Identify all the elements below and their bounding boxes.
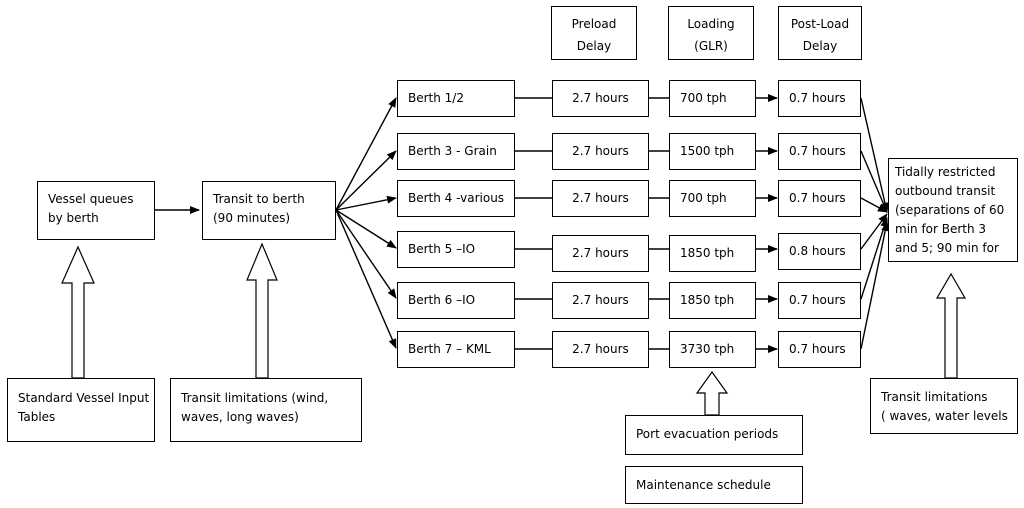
port-evacuation-label: Port evacuation periods <box>636 427 779 441</box>
loading-box: 700 tph <box>669 80 756 117</box>
transit-limitations-out-box: Transit limitations ( waves, water level… <box>870 378 1018 434</box>
preload-box: 2.7 hours <box>552 235 649 272</box>
postload-box: 0.7 hours <box>778 282 861 319</box>
postload-box: 0.7 hours <box>778 80 861 117</box>
loading-box: 1500 tph <box>669 133 756 170</box>
outbound-line3: (separations of 60 <box>895 203 1005 217</box>
loading-box: 700 tph <box>669 180 756 217</box>
outbound-line1: Tidally restricted <box>895 165 996 179</box>
preload-box: 2.7 hours <box>552 133 649 170</box>
header-postload-delay: Post-Load Delay <box>778 6 862 60</box>
berth-name: Berth 7 – KML <box>408 342 491 356</box>
standard-vessel-input-line1: Standard Vessel Input <box>18 391 150 405</box>
berth-name: Berth 3 - Grain <box>408 144 497 158</box>
port-evacuation-box: Port evacuation periods <box>625 415 803 455</box>
postload-box: 0.8 hours <box>778 233 861 270</box>
transit-to-berth-line1: Transit to berth <box>213 192 305 206</box>
transit-limitations-in-line2: waves, long waves) <box>181 410 299 424</box>
berth-box: Berth 7 – KML <box>397 331 515 368</box>
postload-box: 0.7 hours <box>778 180 861 217</box>
transit-to-berth-line2: (90 minutes) <box>213 211 291 225</box>
arrow-transit-to-berth-1 <box>335 97 397 211</box>
hollow-arrow-transit-limits-out <box>935 272 967 379</box>
header-loading-line1: Loading <box>687 17 735 31</box>
header-loading-glr: Loading (GLR) <box>668 6 754 60</box>
berth-box: Berth 6 –IO <box>397 282 515 319</box>
transit-limitations-out-line1: Transit limitations <box>881 390 988 404</box>
berth-box: Berth 1/2 <box>397 80 515 117</box>
loading-value: 700 tph <box>680 91 727 105</box>
outbound-line2: outbound transit <box>895 184 996 198</box>
header-preload-line1: Preload <box>571 17 617 31</box>
arrow-transit-to-berth-6 <box>335 209 397 349</box>
postload-box: 0.7 hours <box>778 331 861 368</box>
arrow-post-1-to-outbound <box>860 97 889 213</box>
postload-value: 0.8 hours <box>789 244 846 258</box>
loading-value: 3730 tph <box>680 342 735 356</box>
loading-box: 3730 tph <box>669 331 756 368</box>
outbound-line5: and 5; 90 min for <box>895 241 999 255</box>
postload-value: 0.7 hours <box>789 91 846 105</box>
berth-box: Berth 3 - Grain <box>397 133 515 170</box>
hollow-arrow-transit-limits-in <box>246 242 278 379</box>
loading-value: 700 tph <box>680 191 727 205</box>
outbound-transit-box: Tidally restricted outbound transit (sep… <box>888 158 1018 262</box>
postload-value: 0.7 hours <box>789 293 846 307</box>
arrow-post-6-to-outbound <box>860 221 890 350</box>
loading-box: 1850 tph <box>669 235 756 272</box>
berth-name: Berth 4 -various <box>408 191 505 205</box>
preload-value: 2.7 hours <box>572 293 629 307</box>
preload-value: 2.7 hours <box>572 342 629 356</box>
arrow-transit-to-berth-5 <box>335 209 397 299</box>
berth-name: Berth 1/2 <box>408 91 464 105</box>
loading-box: 1850 tph <box>669 282 756 319</box>
header-loading-line2: (GLR) <box>694 39 728 53</box>
transit-to-berth-box: Transit to berth (90 minutes) <box>202 181 336 240</box>
arrow-transit-to-berth-3 <box>335 195 397 211</box>
postload-value: 0.7 hours <box>789 191 846 205</box>
hollow-arrow-port-evacuation <box>695 370 729 416</box>
transit-limitations-in-box: Transit limitations (wind, waves, long w… <box>170 378 362 442</box>
preload-value: 2.7 hours <box>572 144 629 158</box>
loading-value: 1850 tph <box>680 246 735 260</box>
postload-value: 0.7 hours <box>789 144 846 158</box>
berth-name: Berth 6 –IO <box>408 293 476 307</box>
postload-box: 0.7 hours <box>778 133 861 170</box>
arrow-post-2-to-outbound <box>860 150 888 213</box>
preload-box: 2.7 hours <box>552 180 649 217</box>
maintenance-schedule-label: Maintenance schedule <box>636 478 771 492</box>
loading-value: 1850 tph <box>680 293 735 307</box>
standard-vessel-input-line2: Tables <box>18 410 56 424</box>
transit-limitations-in-line1: Transit limitations (wind, <box>181 391 329 405</box>
vessel-queues-line2: by berth <box>48 211 99 225</box>
preload-box: 2.7 hours <box>552 80 649 117</box>
transit-limitations-out-line2: ( waves, water levels <box>881 409 1008 423</box>
standard-vessel-input-box: Standard Vessel Input Tables <box>7 378 155 442</box>
preload-value: 2.7 hours <box>572 246 629 260</box>
arrow-post-3-to-outbound <box>860 197 888 213</box>
vessel-queues-line1: Vessel queues <box>48 192 134 206</box>
preload-value: 2.7 hours <box>572 191 629 205</box>
header-preload-line2: Delay <box>576 39 612 53</box>
hollow-arrow-input-tables <box>61 245 95 379</box>
preload-box: 2.7 hours <box>552 331 649 368</box>
arrow-transit-to-berth-4 <box>335 209 397 249</box>
preload-box: 2.7 hours <box>552 282 649 319</box>
header-postload-line2: Delay <box>802 39 838 53</box>
outbound-line4: min for Berth 3 <box>895 222 987 236</box>
vessel-queues-box: Vessel queues by berth <box>37 181 155 240</box>
arrow-transit-to-berth-2 <box>335 150 397 211</box>
loading-value: 1500 tph <box>680 144 735 158</box>
berth-box: Berth 5 –IO <box>397 231 515 268</box>
header-preload-delay: Preload Delay <box>551 6 637 60</box>
berth-box: Berth 4 -various <box>397 180 515 217</box>
maintenance-schedule-box: Maintenance schedule <box>625 466 803 504</box>
berth-name: Berth 5 –IO <box>408 242 476 256</box>
preload-value: 2.7 hours <box>572 91 629 105</box>
postload-value: 0.7 hours <box>789 342 846 356</box>
header-postload-line1: Post-Load <box>790 17 850 31</box>
